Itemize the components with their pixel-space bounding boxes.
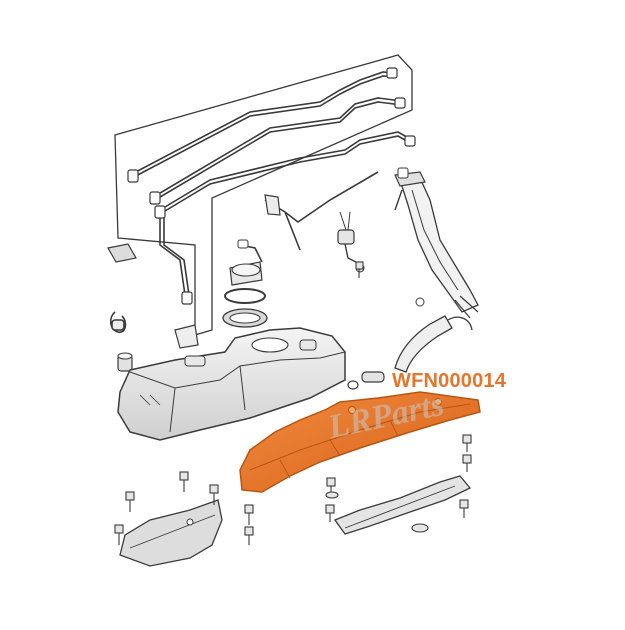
connector-clip [386, 67, 398, 79]
bolt [179, 471, 189, 492]
connector-clip [394, 97, 406, 109]
bolt [462, 454, 472, 472]
vent-valve [264, 194, 281, 216]
connector-clip [149, 191, 161, 205]
part-number-label: WFN000014 [392, 370, 507, 392]
bolt [325, 504, 335, 522]
line-connectors [127, 67, 416, 305]
bolt [459, 499, 469, 518]
connector-clip [181, 291, 193, 305]
connector-clip [154, 205, 166, 219]
bolt [462, 434, 472, 452]
washer [325, 491, 339, 499]
locking-ring [222, 308, 268, 328]
bolt [355, 261, 364, 278]
heat-shield-highlighted [239, 391, 481, 493]
connector-clip [404, 135, 416, 147]
bolt [209, 484, 219, 505]
breather-line [264, 171, 379, 251]
seal-ring [224, 288, 266, 304]
hose-clip [109, 311, 127, 333]
line-bracket [174, 324, 199, 349]
connector-clip [127, 169, 139, 183]
lower-heat-shield [333, 475, 472, 535]
fuel-lines [129, 71, 413, 296]
bolt [125, 491, 135, 512]
bolt [114, 524, 124, 545]
gasket-square [107, 243, 137, 263]
fuel-lines-frame [114, 54, 413, 336]
left-lower-shield [119, 499, 223, 567]
hose-connector [347, 371, 385, 390]
drain-fitting [117, 352, 133, 372]
filler-neck [394, 167, 479, 319]
bolt [244, 504, 254, 525]
bolt [244, 526, 254, 545]
washer [411, 523, 429, 533]
pump-module [229, 239, 263, 286]
fuel-tank [117, 327, 346, 441]
fasteners [114, 261, 472, 545]
filler-hose [394, 297, 473, 373]
